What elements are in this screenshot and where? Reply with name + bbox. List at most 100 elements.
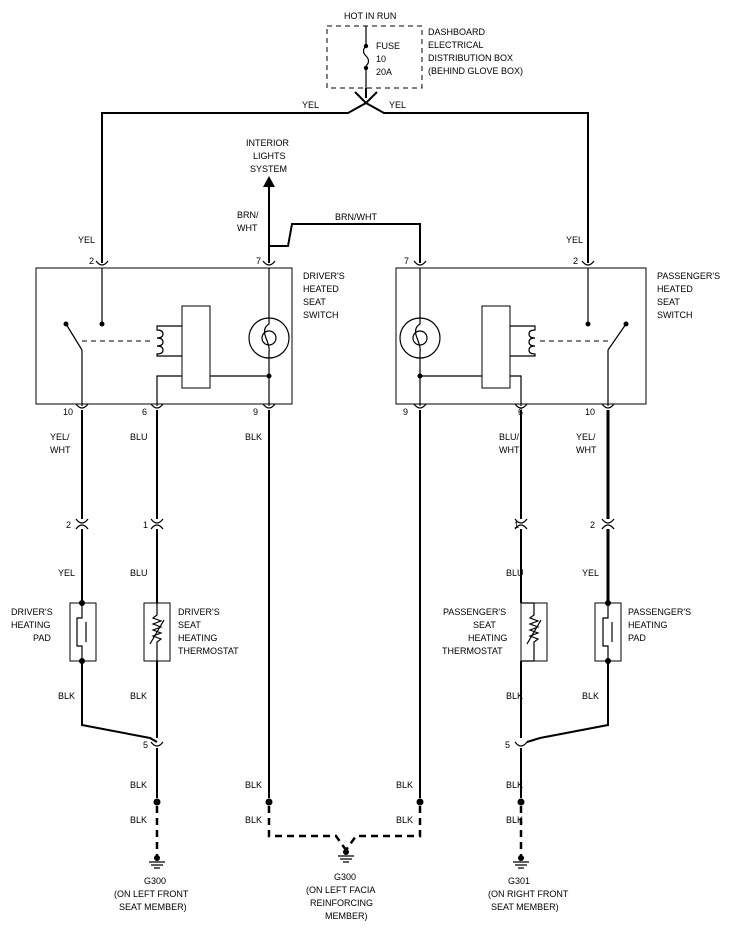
driver-switch-label-1: DRIVER'S <box>303 271 345 281</box>
passenger-thermo-pin-1: 1 <box>514 520 519 530</box>
interior-label-3: SYSTEM <box>250 164 287 174</box>
driver-switch-label-3: SEAT <box>303 297 326 307</box>
interior-label-2: LIGHTS <box>253 151 286 161</box>
ground-left-label-2: (ON LEFT FRONT <box>114 889 189 899</box>
arrow-up-icon <box>263 176 275 187</box>
passenger-switch-label-2: HEATED <box>657 284 693 294</box>
brn-wht-label: BRN/WHT <box>335 212 377 222</box>
center-ground-circuit: BLK BLK BLK 9 BLK BLK <box>245 403 427 863</box>
driver-pad-pin-2: 2 <box>66 520 71 530</box>
blk-label-center-right-2: BLK <box>396 815 413 825</box>
yel-label-left: YEL <box>78 235 95 245</box>
passenger-pad-pin-2: 2 <box>590 520 595 530</box>
box-title-3: DISTRIBUTION BOX <box>428 53 513 63</box>
driver-pad-label-3: PAD <box>33 633 51 643</box>
fuse-box: HOT IN RUN FUSE 10 20A DASHBOARD ELECTRI… <box>326 11 523 105</box>
blk-label-left-1: BLK <box>130 780 147 790</box>
passenger-switch-label-4: SWITCH <box>657 310 693 320</box>
fuse-label: FUSE <box>376 41 400 51</box>
driver-pin-10: 10 <box>63 407 73 417</box>
interior-lights: INTERIOR LIGHTS SYSTEM BRN/ WHT BRN/WHT <box>237 138 421 263</box>
blk-label-thermo-right: BLK <box>506 691 523 701</box>
driver-pad-label-1: DRIVER'S <box>11 607 53 617</box>
blu-label-3: BLU <box>506 568 524 578</box>
driver-thermo-label-4: THERMOSTAT <box>178 646 239 656</box>
blu-wht-label-1: BLU/ <box>499 432 520 442</box>
distribution-box-outline <box>326 25 423 89</box>
ground-left-label-3: SEAT MEMBER) <box>119 902 187 912</box>
yel-wht-label-1: YEL/ <box>50 432 70 442</box>
yel-label-pad-right: YEL <box>582 568 599 578</box>
yel-label-top-left: YEL <box>302 100 319 110</box>
driver-pad-label-2: HEATING <box>11 620 50 630</box>
yel-label-pad: YEL <box>58 568 75 578</box>
interior-label-1: INTERIOR <box>246 138 290 148</box>
driver-heating-pad <box>69 602 97 662</box>
yel-wht-right-label-1: YEL/ <box>576 432 596 442</box>
driver-pin-6: 6 <box>142 407 147 417</box>
ground-right-label-3: SEAT MEMBER) <box>491 902 559 912</box>
driver-thermo-pin-1: 1 <box>143 520 148 530</box>
passenger-pin-7: 7 <box>404 256 409 266</box>
fuse-rating: 20A <box>376 67 392 77</box>
driver-ground-pin-5: 5 <box>143 740 148 750</box>
yel-feed-wires: YEL YEL YEL YEL <box>78 100 589 263</box>
driver-pin-9: 9 <box>253 407 258 417</box>
blk-label-right-2: BLK <box>506 815 523 825</box>
blk-label-left-2: BLK <box>130 815 147 825</box>
blk-label-pad: BLK <box>58 691 75 701</box>
passenger-thermo-label-3: HEATING <box>468 633 507 643</box>
box-title-4: (BEHIND GLOVE BOX) <box>428 66 523 76</box>
passenger-lower-circuit: 6 10 BLU/ WHT 1 BLU PASSENGER'S SEAT HEA… <box>442 403 691 869</box>
blu-wht-label-2: WHT <box>499 445 520 455</box>
driver-lower-circuit: 10 6 9 YEL/ WHT 2 YEL DRIVER'S HEATING P… <box>11 403 276 869</box>
driver-pin-7: 7 <box>256 256 261 266</box>
passenger-pad-label-2: HEATING <box>628 620 667 630</box>
passenger-switch-label-1: PASSENGER'S <box>657 271 720 281</box>
ground-left-label-1: G300 <box>144 876 166 886</box>
box-title-1: DASHBOARD <box>428 27 486 37</box>
blk-label-center-left-1: BLK <box>245 780 262 790</box>
yel-label-right: YEL <box>566 235 583 245</box>
driver-pin-2: 2 <box>89 256 94 266</box>
passenger-pad-label-1: PASSENGER'S <box>628 607 691 617</box>
blk-label-center-right-1: BLK <box>396 780 413 790</box>
yel-wht-label-2: WHT <box>50 445 71 455</box>
blu-label-2: BLU <box>130 568 148 578</box>
driver-switch-label-2: HEATED <box>303 284 339 294</box>
yel-label-top-right: YEL <box>389 100 406 110</box>
passenger-ground-pin-5: 5 <box>505 740 510 750</box>
ground-right-label-1: G301 <box>508 876 530 886</box>
passenger-pad-label-3: PAD <box>628 633 646 643</box>
wht-label: WHT <box>237 223 258 233</box>
ground-center-label-3: REINFORCING <box>310 898 373 908</box>
driver-switch: 2 7 DRIVER'S HEATED SEAT SWITCH <box>35 256 345 406</box>
passenger-pin-10: 10 <box>585 407 595 417</box>
brn-label: BRN/ <box>237 210 259 220</box>
ground-center-label-4: MEMBER) <box>325 911 368 921</box>
passenger-pin-9: 9 <box>403 407 408 417</box>
blk-label-right-1: BLK <box>506 780 523 790</box>
box-title-2: ELECTRICAL <box>428 40 484 50</box>
blu-label-1: BLU <box>130 432 148 442</box>
blk-label-9-left: BLK <box>245 432 262 442</box>
passenger-switch-label-3: SEAT <box>657 297 680 307</box>
ground-labels: G300 (ON LEFT FRONT SEAT MEMBER) G300 (O… <box>114 872 569 921</box>
ground-center-label-2: (ON LEFT FACIA <box>306 885 375 895</box>
driver-relay-coil-box <box>181 305 211 389</box>
ground-center-label-1: G300 <box>334 872 356 882</box>
driver-thermo-label-1: DRIVER'S <box>178 607 220 617</box>
fuse-number: 10 <box>376 54 386 64</box>
driver-thermo-label-3: HEATING <box>178 633 217 643</box>
driver-switch-label-4: SWITCH <box>303 310 339 320</box>
passenger-thermo-label-4: THERMOSTAT <box>442 646 503 656</box>
passenger-switch: 7 2 PASSENGER'S HEATED SEAT SWITCH <box>395 256 720 406</box>
passenger-thermo-label-1: PASSENGER'S <box>443 607 506 617</box>
passenger-thermo-label-2: SEAT <box>473 620 496 630</box>
yel-wht-right-label-2: WHT <box>576 445 597 455</box>
driver-thermo-label-2: SEAT <box>178 620 201 630</box>
blk-label-center-left-2: BLK <box>245 815 262 825</box>
passenger-relay-coil-box <box>481 305 511 389</box>
hot-in-run-label: HOT IN RUN <box>344 11 396 21</box>
